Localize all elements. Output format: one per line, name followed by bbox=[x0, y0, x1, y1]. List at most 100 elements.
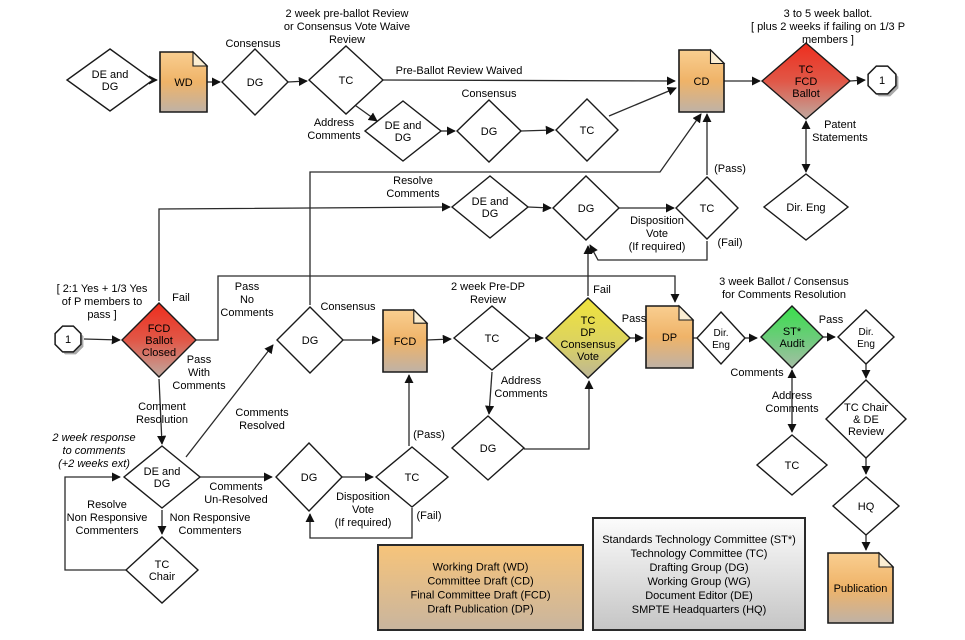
fcd-doc-label: FCD bbox=[394, 336, 417, 348]
st-audit-label: ST*Audit bbox=[779, 326, 804, 350]
tc-fcd-ballot-diamond-shape bbox=[760, 42, 852, 120]
tc-audit-comments-label: TC bbox=[785, 460, 800, 472]
edge-tcchair-loop bbox=[64, 472, 126, 571]
tc-dp-consensus-diamond-shape bbox=[544, 297, 632, 379]
dir-eng-final-label: Dir.Eng bbox=[857, 327, 875, 350]
tc-predp-diamond-shape bbox=[452, 305, 532, 371]
legend-groups-text: Standards Technology Committee (ST*)Tech… bbox=[602, 534, 796, 616]
connector-1-start-label: 1 bbox=[65, 334, 71, 346]
de-dg-start-diamond-shape bbox=[65, 48, 155, 112]
legend-groups-box bbox=[592, 517, 806, 631]
node-tc-audit-comments: TC bbox=[755, 434, 829, 496]
tc-predp-label: TC bbox=[485, 333, 500, 345]
label-preballot-waived: Pre-Ballot Review Waived bbox=[396, 65, 523, 77]
node-connector-1-end: 1 bbox=[867, 65, 899, 97]
fcd-doc-folded-corner bbox=[413, 308, 429, 324]
dg-3-diamond-shape bbox=[551, 175, 621, 241]
node-tc-disposition: TC bbox=[374, 446, 450, 508]
edge-pass-no-comments-to-dp bbox=[194, 275, 680, 341]
label-pass-audit: Pass bbox=[819, 314, 844, 326]
label-ballot-duration-note: 3 to 5 week ballot.[ plus 2 weeks if fai… bbox=[751, 8, 905, 46]
tc-preballot-label: TC bbox=[339, 75, 354, 87]
dg-consensus-diamond-shape bbox=[276, 306, 344, 374]
label-comments-audit: Comments bbox=[730, 367, 784, 379]
label-fail-closed: Fail bbox=[172, 292, 190, 304]
node-cd-doc: CD bbox=[678, 48, 726, 113]
tc-preballot-diamond-shape bbox=[307, 45, 385, 115]
edge-dgmid-up-to-cd bbox=[309, 113, 702, 305]
node-dg-consensus: DG bbox=[276, 306, 344, 374]
de-dg-2-diamond-shape bbox=[363, 100, 443, 162]
edge-comment-resolution bbox=[157, 378, 167, 445]
dir-eng-dp-diamond-shape bbox=[696, 310, 746, 366]
dir-eng-patent-label: Dir. Eng bbox=[786, 202, 825, 214]
node-connector-1-start: 1 bbox=[54, 325, 84, 355]
edge-dedg3-to-dg3 bbox=[527, 203, 552, 213]
node-st-audit: ST*Audit bbox=[760, 305, 824, 369]
tc-2-diamond-shape bbox=[555, 98, 619, 162]
tc-3-label: TC bbox=[700, 203, 715, 215]
edge-dgaddr-to-dpvote bbox=[524, 380, 594, 450]
edge-connector-to-closed bbox=[83, 335, 121, 345]
st-audit-diamond-shape bbox=[760, 305, 824, 369]
label-fail-1: (Fail) bbox=[717, 237, 742, 249]
legend-groups: Standards Technology Committee (ST*)Tech… bbox=[592, 517, 806, 631]
edge-fcd-to-tcpredp bbox=[426, 334, 452, 344]
node-dg-1: DG bbox=[221, 48, 289, 116]
edge-preballot-waived bbox=[382, 76, 676, 86]
dir-eng-final-diamond-shape bbox=[836, 309, 896, 365]
node-tc-predp: TC bbox=[452, 305, 532, 371]
tc-3-diamond-shape bbox=[675, 176, 739, 240]
node-dg-3: DG bbox=[551, 175, 621, 241]
hq-label: HQ bbox=[858, 501, 875, 513]
hq-diamond-shape bbox=[831, 476, 901, 536]
dir-eng-patent-diamond-shape bbox=[762, 173, 850, 241]
node-dg-unresolved: DG bbox=[275, 441, 343, 513]
node-tc-3: TC bbox=[675, 176, 739, 240]
tc-chair-de-review-diamond-shape bbox=[824, 379, 908, 459]
edge-dg2-to-tc2 bbox=[520, 125, 555, 135]
dg-2-diamond-shape bbox=[455, 99, 523, 163]
label-consensus-3: Consensus bbox=[320, 301, 376, 313]
node-dir-eng-final: Dir.Eng bbox=[836, 309, 896, 365]
edge-tc3-fail-loop bbox=[589, 241, 708, 261]
edge-tc2-to-cd bbox=[608, 86, 677, 117]
label-pass-dpvote: Pass bbox=[622, 313, 647, 325]
dp-doc-label: DP bbox=[662, 332, 677, 344]
dg-2-label: DG bbox=[481, 126, 498, 138]
cd-doc-label: CD bbox=[694, 76, 710, 88]
tc-2-label: TC bbox=[580, 125, 595, 137]
label-fail-dpvote: Fail bbox=[593, 284, 611, 296]
node-dp-doc: DP bbox=[645, 304, 695, 369]
dg-unresolved-label: DG bbox=[301, 472, 318, 484]
label-consensus-2: Consensus bbox=[461, 88, 517, 100]
legend-documents-text: Working Draft (WD)Committee Draft (CD)Fi… bbox=[411, 562, 551, 616]
node-publication-doc: Publication bbox=[827, 551, 895, 624]
connector-1-start-octagon-shape bbox=[54, 325, 82, 353]
dir-eng-dp-label: Dir.Eng bbox=[712, 328, 730, 351]
legend-documents: Working Draft (WD)Committee Draft (CD)Fi… bbox=[377, 544, 584, 631]
